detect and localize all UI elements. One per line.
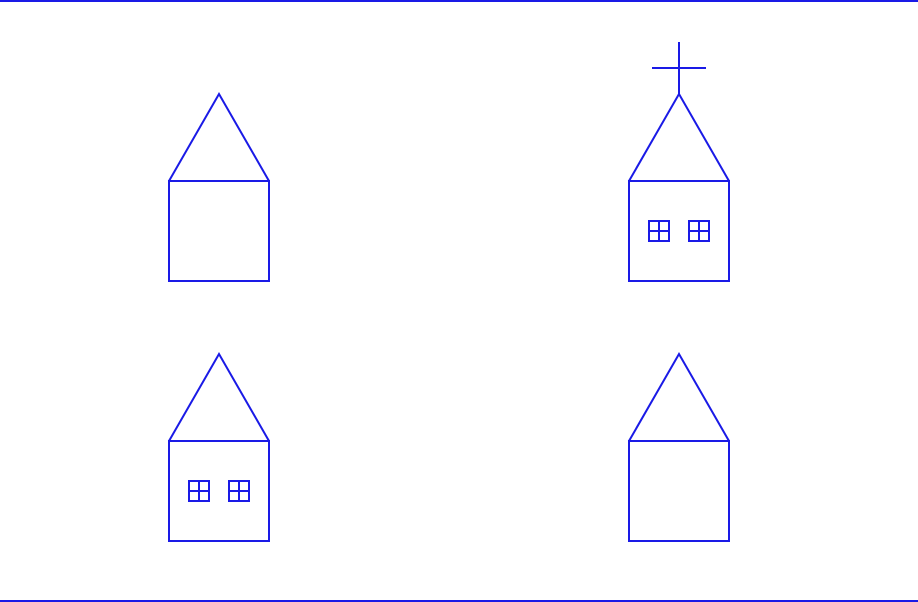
house-roof (628, 351, 730, 442)
house-top-right (628, 42, 730, 282)
house-top-left (168, 91, 270, 282)
house-roof (168, 351, 270, 442)
house-body (168, 440, 270, 542)
house-roof (628, 91, 730, 182)
window-2 (688, 220, 710, 242)
house-body (168, 180, 270, 282)
house-roof (168, 91, 270, 182)
house-body (628, 180, 730, 282)
cross-icon (652, 42, 706, 94)
window-2 (228, 480, 250, 502)
house-figures (168, 42, 730, 542)
window-1 (648, 220, 670, 242)
house-bottom-left (168, 351, 270, 542)
house-body (628, 440, 730, 542)
house-bottom-right (628, 351, 730, 542)
window-1 (188, 480, 210, 502)
